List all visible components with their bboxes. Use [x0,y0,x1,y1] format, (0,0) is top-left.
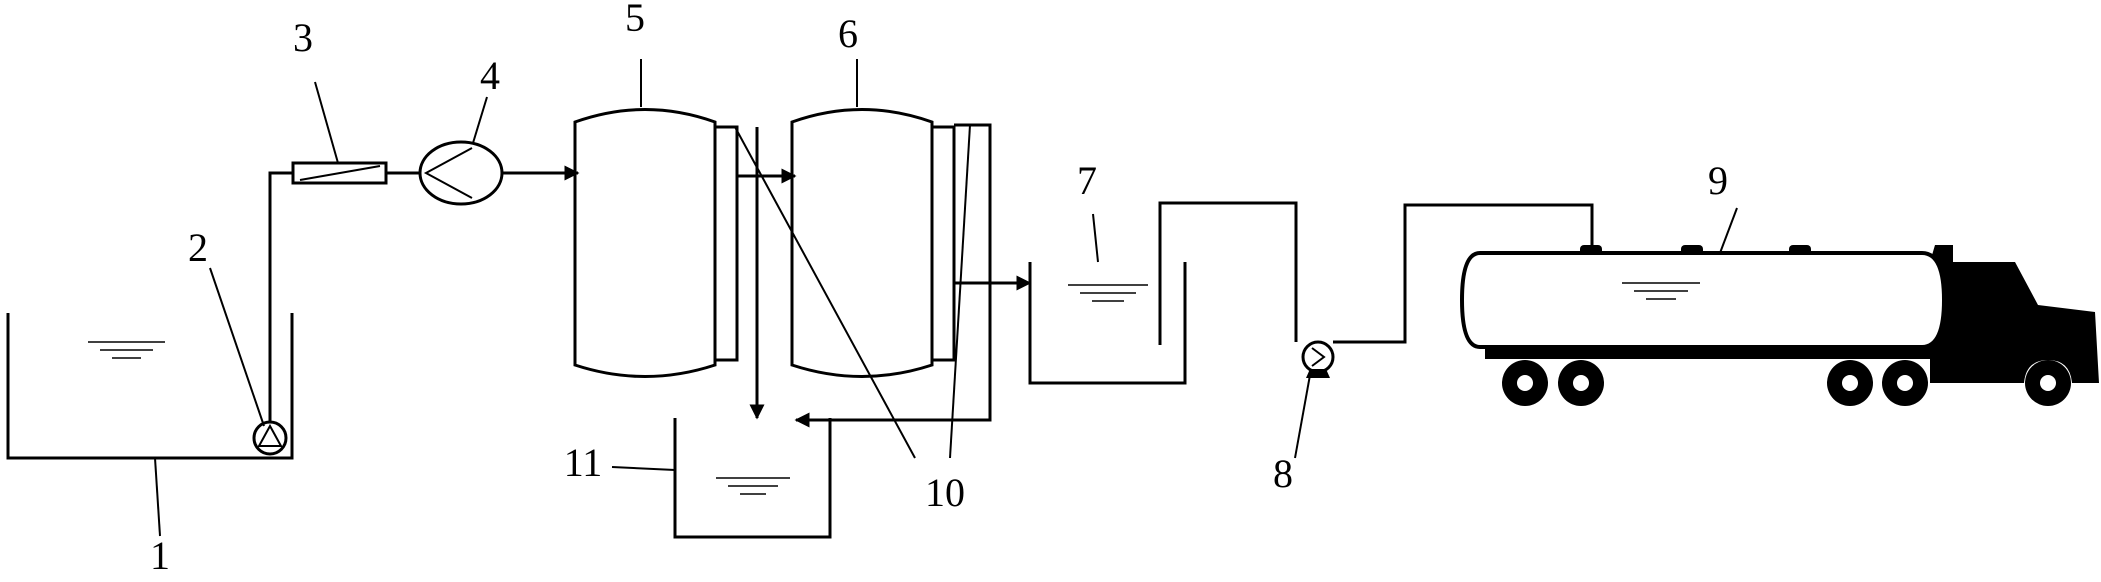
source-tank [6,313,294,460]
label-7: 7 [1077,158,1097,203]
label-8: 8 [1273,451,1293,496]
inline-filter [291,161,388,185]
water-level-icon [1622,282,1700,300]
wheel-icon [1882,360,1928,406]
leader-3 [314,81,339,164]
label-10: 10 [925,470,965,515]
leader-10b [949,124,971,459]
leader-10a [734,126,916,459]
transfer-pump [1301,340,1335,378]
leader-8 [1294,374,1311,459]
treatment-vessel-6 [790,108,956,378]
leader-11 [611,466,676,471]
leader-7 [1092,213,1099,263]
water-level-icon [88,341,165,359]
wheel-icon [1502,360,1548,406]
pipe-tank-7-to-pump-8 [1158,201,1298,345]
tanker-truck [1459,245,2099,406]
booster-pump [418,140,504,206]
label-6: 6 [838,11,858,56]
label-4: 4 [480,53,500,98]
waste-tank [673,418,832,539]
leader-9 [1719,207,1738,254]
treatment-vessel-5 [573,108,739,378]
water-level-icon [716,477,790,495]
label-3: 3 [293,15,313,60]
pipe-vessel-6-to-tank-7 [952,275,1032,356]
label-2: 2 [188,225,208,270]
label-11: 11 [564,440,603,485]
product-tank [1028,262,1187,385]
pipe-pump-8-to-tanker [1333,203,1600,344]
leader-4 [472,96,488,144]
truck-cab [1930,245,2099,383]
wheel-icon [1827,360,1873,406]
wheel-icon [1558,360,1604,406]
leader-2 [209,267,265,427]
wheel-icon [2025,360,2071,406]
water-level-icon [1068,284,1148,302]
submerged-pump [252,420,288,456]
label-1: 1 [150,533,170,578]
drain-vessel-6 [794,123,992,428]
leader-1 [154,457,161,537]
pipe-pump-to-filter [268,171,293,422]
label-9: 9 [1708,158,1728,203]
label-5: 5 [625,0,645,40]
